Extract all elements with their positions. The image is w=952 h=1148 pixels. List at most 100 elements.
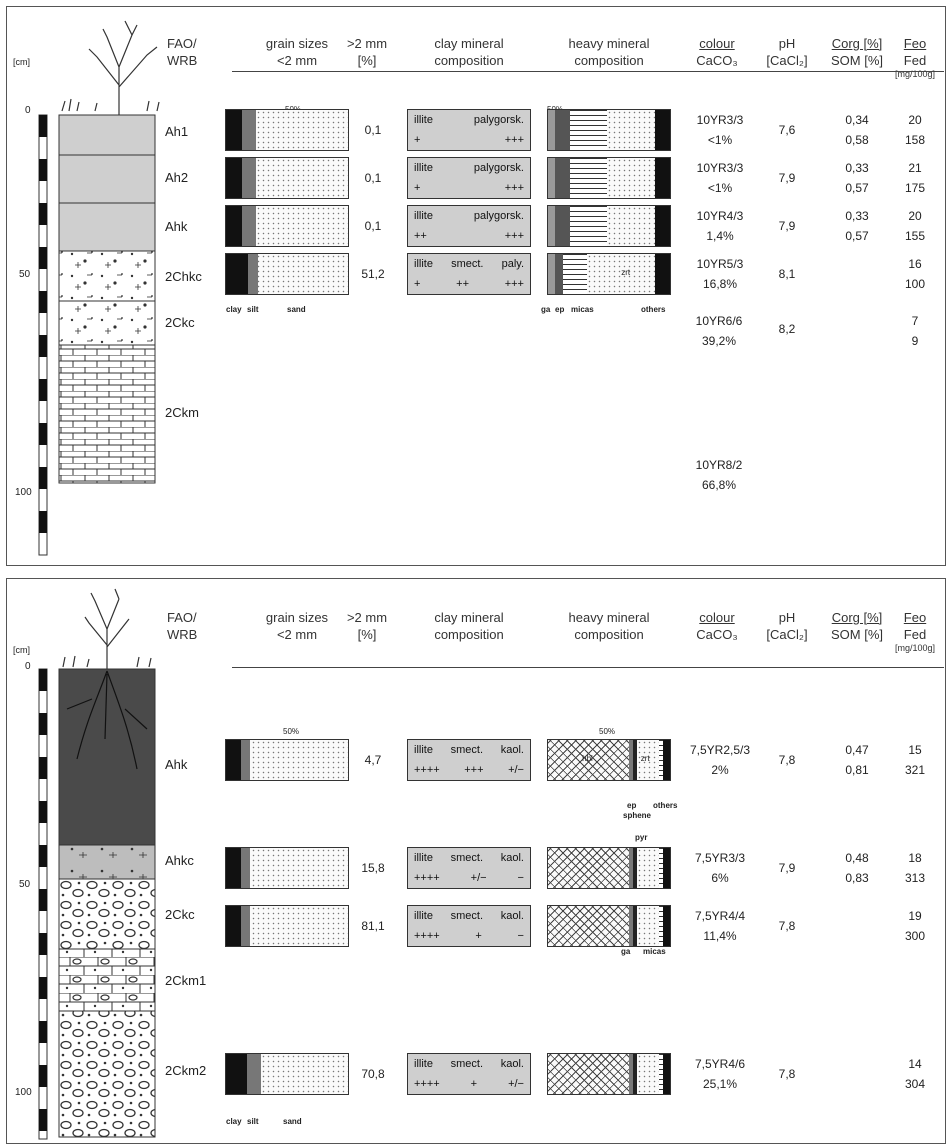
clay-mineral-name: palygorsk. [473, 114, 524, 126]
legend-clay: clay [226, 305, 242, 314]
epidote-segment [628, 740, 634, 780]
colour-value: 10YR4/3 [696, 209, 744, 223]
grain-size-bar [225, 205, 349, 247]
horizon-label: 2Ckm2 [165, 1063, 207, 1078]
corg-header: Corg [%]SOM [%] [830, 36, 883, 68]
corg-cell: 0,33 0,57 [822, 206, 892, 246]
clay-segment [226, 158, 242, 198]
som-value: 0,57 [845, 229, 869, 243]
fed-value: 100 [904, 277, 926, 291]
mica-segment [569, 206, 607, 246]
clay-mineral-abundance: + [470, 1078, 478, 1090]
mica-segment [659, 1054, 663, 1094]
clay-mineral-name: kaol. [500, 852, 524, 864]
fao-wrb-header: FAO/WRB [167, 36, 198, 68]
garnet-segment [548, 158, 556, 198]
ph-value: 7,9 [778, 219, 796, 233]
legend-ep: ep [627, 801, 637, 810]
gravel-value: 51,2 [361, 267, 385, 281]
clay-mineral-name: palygorsk. [473, 162, 524, 174]
zircon-segment [637, 1054, 659, 1094]
sphene-segment [633, 848, 638, 888]
grain-size-bar [225, 1053, 349, 1095]
horizon-label: Ah2 [165, 170, 189, 185]
profile-panel-1: [cm] 0 50 100 FAO/WRB grain sizes<2 mm >… [6, 6, 946, 566]
clay-mineral-abundance: +++ [504, 182, 524, 194]
heavy-mineral-bar: zrt [547, 253, 671, 295]
silt-segment [240, 848, 251, 888]
fed-value: 158 [904, 133, 926, 147]
corg-value: 0,33 [845, 209, 869, 223]
clay-mineral-abundance: ++ [456, 278, 469, 290]
corg-value: 0,47 [845, 743, 869, 757]
feo-value: 18 [908, 851, 922, 865]
clay-mineral-abundance: + [414, 134, 421, 146]
ph-value: 7,8 [778, 1067, 796, 1081]
silt-segment [241, 158, 257, 198]
clay-mineral-name: kaol. [500, 1058, 524, 1070]
caco3-value: <1% [707, 181, 733, 195]
clay-mineral-name: illite [414, 114, 433, 126]
gravel-value: 81,1 [361, 919, 385, 933]
legend-others: others [641, 305, 666, 314]
caco3-value: 2% [711, 763, 729, 777]
clay-mineral-name: smect. [451, 258, 484, 270]
grain-size-bar [225, 109, 349, 151]
gravel-value: 15,8 [361, 861, 385, 875]
clay-mineral-abundance: ++++++ [414, 278, 524, 290]
ph-cell: 8,2 [778, 322, 796, 336]
colour-value: 10YR5/3 [696, 257, 744, 271]
heavy-mineral-bar [547, 205, 671, 247]
clay-mineral-abundance: − [517, 930, 524, 942]
hornblende-segment [548, 740, 629, 780]
som-value: 0,83 [845, 871, 869, 885]
epidote-segment [555, 206, 570, 246]
gravel-value: 0,1 [364, 219, 382, 233]
feo-value: 19 [908, 909, 922, 923]
fed-value: 304 [904, 1077, 926, 1091]
gravel-header: >2 mm[%] [346, 610, 388, 642]
others-segment [662, 740, 670, 780]
legend-sand: sand [283, 1117, 302, 1126]
header-rule [232, 71, 944, 72]
heavy-mineral-bar [547, 905, 671, 947]
clay-segment [226, 740, 241, 780]
clay-segment [226, 1054, 247, 1094]
zircon-segment [606, 110, 656, 150]
depth-tick-50: 50 [19, 879, 31, 890]
sphene-segment [633, 1054, 638, 1094]
mica-segment [659, 740, 663, 780]
horizon-label: 2Chkc [165, 269, 202, 284]
clay-mineral-name: smect. [450, 744, 484, 756]
legend-ga: ga [621, 947, 631, 956]
fed-value: 313 [904, 871, 926, 885]
corg-value: 0,33 [845, 161, 869, 175]
clay-mineral-abundance: +++ [504, 278, 524, 290]
clay-mineral-name: illite [414, 210, 433, 222]
heavy-mineral-bar [547, 1053, 671, 1095]
feo-value: 21 [908, 161, 922, 175]
horizon-label: Ah1 [165, 124, 189, 139]
mica-segment [659, 906, 663, 946]
horizon-label: 2Ckc [165, 907, 195, 922]
zircon-segment [606, 158, 656, 198]
colour-value: 7,5YR2,5/3 [689, 743, 751, 757]
mica-segment [569, 158, 607, 198]
epidote-segment [555, 110, 570, 150]
others-segment [662, 1054, 670, 1094]
clay-mineral-abundance: +++++/−− [414, 872, 524, 884]
clay-mineral-abundance: ++ [414, 230, 427, 242]
